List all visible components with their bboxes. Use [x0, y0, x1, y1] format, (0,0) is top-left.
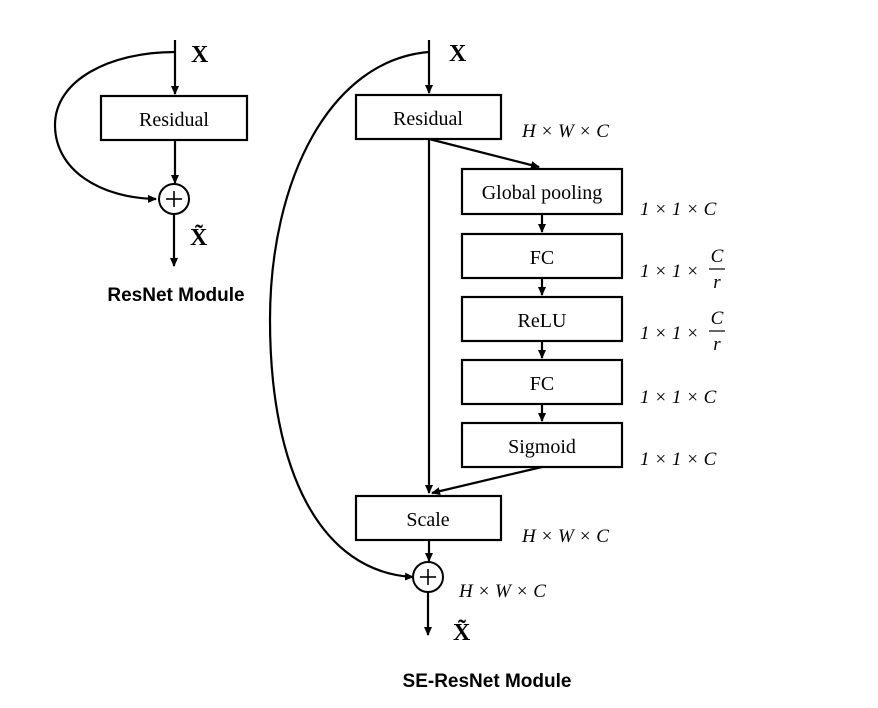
sigmoid-dim: 1 × 1 × C [640, 449, 717, 470]
resnet-module: X Residual X̃ ResNet Module [53, 40, 249, 306]
scale-dim: H × W × C [521, 526, 609, 547]
scale-label: Scale [406, 509, 449, 531]
se-skip-connection [268, 50, 430, 581]
se-input-label: X [449, 41, 467, 67]
se-squeeze-arrow [428, 137, 540, 169]
fc1-dim: 1 × 1 × C r [640, 246, 725, 293]
fc1-label: FC [530, 247, 554, 269]
se-output-label: X̃ [453, 620, 471, 646]
se-excite-arrow [431, 465, 543, 496]
resnet-input-label: X [191, 42, 209, 68]
fc2-box [460, 358, 624, 406]
resnet-skip-connection [53, 50, 176, 203]
resnet-output-label: X̃ [190, 225, 208, 251]
se-residual-box [354, 93, 503, 141]
resnet-sum-node [158, 183, 190, 215]
se-sum-node [412, 561, 444, 593]
resnet-caption: ResNet Module [107, 285, 244, 306]
se-resnet-module: X Residual H × W × C Global pooling 1 × … [268, 40, 725, 692]
fc2-label: FC [530, 373, 554, 395]
fc2-dim: 1 × 1 × C [640, 387, 717, 408]
global-pooling-label: Global pooling [482, 182, 603, 204]
fc1-dim-prefix: 1 × 1 × [640, 261, 699, 282]
relu-label: ReLU [518, 310, 567, 332]
relu-dim: 1 × 1 × C r [640, 308, 725, 355]
global-pooling-dim: 1 × 1 × C [640, 199, 717, 220]
relu-dim-prefix: 1 × 1 × [640, 323, 699, 344]
relu-dim-denominator: r [713, 334, 721, 355]
se-resnet-caption: SE-ResNet Module [403, 671, 572, 692]
fc1-dim-denominator: r [713, 272, 721, 293]
relu-dim-numerator: C [711, 308, 724, 329]
se-sum-dim: H × W × C [458, 581, 546, 602]
scale-box [354, 494, 503, 542]
resnet-residual-label: Residual [139, 109, 209, 131]
se-residual-dim: H × W × C [521, 121, 609, 142]
fc1-dim-numerator: C [711, 246, 724, 267]
sigmoid-box [460, 421, 624, 469]
se-residual-label: Residual [393, 108, 463, 130]
sigmoid-label: Sigmoid [508, 436, 576, 458]
